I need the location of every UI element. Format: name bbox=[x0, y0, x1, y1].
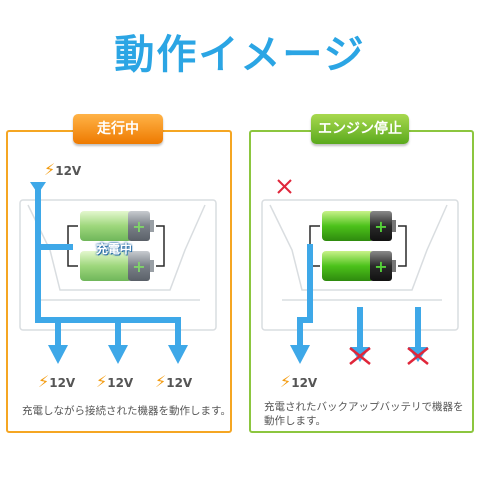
battery-icon: + bbox=[80, 211, 154, 241]
right-flow-arrows bbox=[297, 244, 421, 350]
lightning-bolt-icon: ⚡ bbox=[96, 372, 108, 391]
charging-label: 充電中 bbox=[96, 242, 133, 256]
output-voltage-2: ⚡12V bbox=[96, 372, 134, 391]
lightning-bolt-icon: ⚡ bbox=[44, 160, 56, 179]
lightning-bolt-icon: ⚡ bbox=[155, 372, 167, 391]
cross-icon bbox=[349, 347, 371, 365]
lightning-bolt-icon: ⚡ bbox=[280, 372, 292, 391]
battery-icon: + bbox=[322, 251, 396, 281]
backup-output-voltage: ⚡12V bbox=[280, 372, 318, 391]
lightning-bolt-icon: ⚡ bbox=[38, 372, 50, 391]
driving-caption: 充電しながら接続された機器を動作します。 bbox=[22, 405, 231, 417]
page-title: 動作イメージ bbox=[114, 32, 366, 78]
engine-stop-caption: 充電されたバックアップバッテリで機器を 動作します。 bbox=[264, 401, 464, 427]
svg-text:+: + bbox=[374, 217, 387, 236]
engine-stop-badge: エンジン停止 bbox=[311, 114, 409, 144]
svg-text:+: + bbox=[132, 217, 145, 236]
arrow-icon bbox=[30, 182, 188, 364]
battery-icon: + bbox=[80, 251, 154, 281]
left-flow-arrows bbox=[35, 187, 181, 348]
output-voltage-3: ⚡12V bbox=[155, 372, 193, 391]
battery-icon: + bbox=[322, 211, 396, 241]
cross-icon bbox=[277, 179, 292, 194]
driving-badge: 走行中 bbox=[73, 114, 163, 144]
cross-icon bbox=[407, 347, 429, 365]
output-voltage-1: ⚡12V bbox=[38, 372, 76, 391]
svg-text:+: + bbox=[374, 257, 387, 276]
input-voltage: ⚡12V bbox=[44, 160, 82, 179]
svg-text:+: + bbox=[132, 257, 145, 276]
